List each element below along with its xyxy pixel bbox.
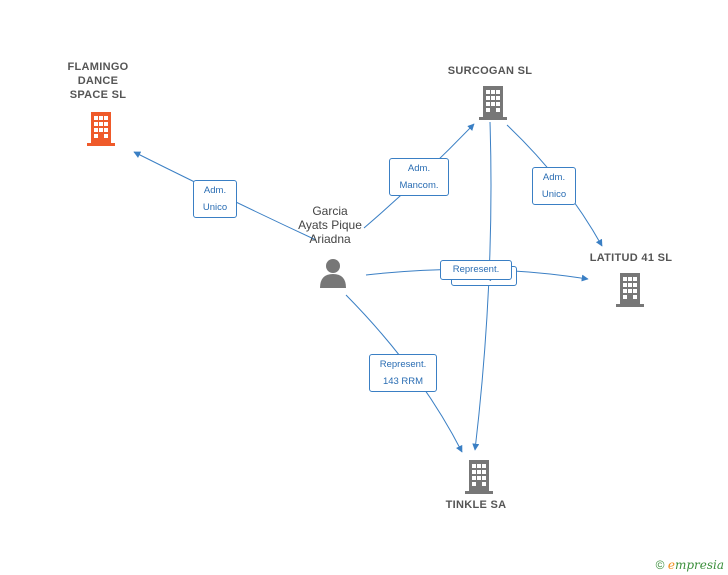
node-label-line: SURCOGAN SL: [447, 65, 533, 77]
edge-label-line: Unico: [541, 189, 567, 200]
person-name-line: Ayats Pique: [298, 218, 362, 232]
brand-name-first: e: [667, 558, 675, 572]
person-icon[interactable]: [318, 258, 348, 288]
node-label-tinkle[interactable]: TINKLE SA: [426, 498, 526, 512]
edge-surcogan-tinkle: [472, 121, 492, 451]
brand-watermark: © empresia: [656, 558, 724, 572]
edge-label-line: Represent.: [452, 264, 500, 275]
building-icon-flamingo[interactable]: [85, 110, 117, 146]
edge-label-tinkle: Represent. 143 RRM: [369, 354, 437, 392]
edge-label-line: Represent.: [379, 359, 427, 370]
node-label-line: SPACE SL: [69, 89, 127, 101]
copyright-symbol: ©: [655, 558, 665, 572]
edge-label-line: Unico: [202, 202, 228, 213]
edge-label-line: Adm.: [542, 172, 566, 183]
person-name-line: Ariadna: [309, 232, 351, 246]
edge-label-line: Adm.: [407, 163, 431, 174]
building-icon-tinkle[interactable]: [463, 458, 495, 494]
edge-label-surcogan: Adm. Mancom.: [389, 158, 449, 196]
node-label-line: TINKLE SA: [445, 499, 507, 511]
edge-label-line: Mancom.: [399, 180, 439, 191]
node-label-surcogan[interactable]: SURCOGAN SL: [430, 64, 550, 78]
person-name-line: Garcia: [312, 204, 348, 218]
node-label-latitud[interactable]: LATITUD 41 SL: [576, 251, 686, 265]
edge-label-flamingo: Adm. Unico: [193, 180, 237, 218]
node-label-line: FLAMINGO: [67, 61, 129, 73]
edge-label-latitud-represent: Represent.: [440, 260, 512, 280]
node-label-person[interactable]: Garcia Ayats Pique Ariadna: [284, 204, 376, 246]
node-label-line: DANCE: [77, 75, 119, 87]
building-icon-surcogan[interactable]: [477, 84, 509, 120]
edge-label-line: 143 RRM: [382, 376, 424, 387]
node-label-flamingo[interactable]: FLAMINGO DANCE SPACE SL: [50, 60, 146, 102]
node-label-line: LATITUD 41 SL: [589, 252, 673, 264]
edge-label-surcogan-latitud: Adm. Unico: [532, 167, 576, 205]
edge-label-line: Adm.: [203, 185, 227, 196]
building-icon-latitud[interactable]: [614, 271, 646, 307]
brand-name-rest: mpresia: [674, 558, 724, 572]
